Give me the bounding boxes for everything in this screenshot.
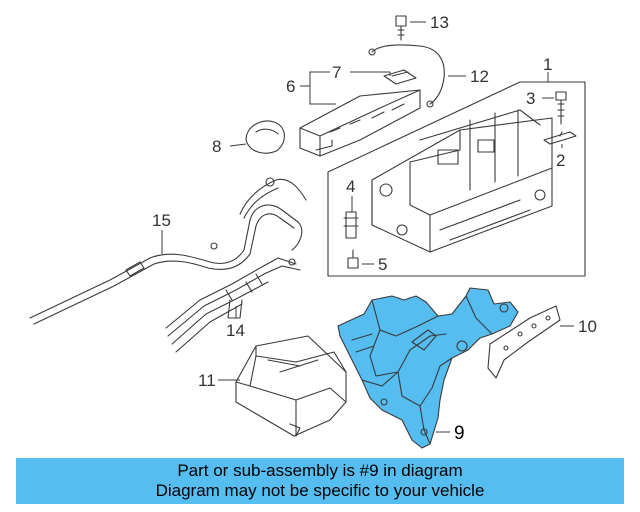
harness-part-14	[165, 257, 301, 353]
stud-part-4	[343, 211, 359, 239]
callout-13: 13	[430, 13, 449, 32]
bolt-part-3	[555, 91, 567, 125]
callout-14: 14	[226, 321, 245, 340]
leader-6	[300, 71, 336, 105]
leader-8	[229, 143, 247, 147]
callout-12: 12	[470, 67, 489, 86]
leader-7	[350, 71, 391, 76]
banner-line-1: Part or sub-assembly is #9 in diagram	[177, 461, 463, 480]
harness-part-15	[29, 177, 307, 325]
callout-5: 5	[378, 255, 387, 274]
callout-4: 4	[346, 177, 355, 196]
gasket-part-7	[383, 69, 417, 85]
highlighted-bracket-part-9	[337, 287, 519, 449]
callout-11: 11	[198, 371, 216, 390]
inverter-body	[371, 109, 553, 253]
callout-8: 8	[212, 137, 221, 156]
callout-1: 1	[543, 55, 552, 74]
inverter-assembly-outline	[327, 81, 586, 277]
bolt-part-13	[395, 15, 407, 41]
bracket-part-2	[543, 131, 577, 145]
callout-9: 9	[454, 423, 465, 444]
callout-10: 10	[578, 317, 597, 336]
bracket-part-10	[487, 305, 561, 379]
cover-part-6	[299, 89, 421, 157]
cover-part-11	[235, 335, 347, 437]
callout-2: 2	[556, 151, 565, 170]
callout-3: 3	[526, 89, 535, 108]
callout-7: 7	[332, 63, 341, 82]
callout-6: 6	[286, 77, 295, 96]
cap-part-8	[245, 120, 285, 154]
callout-15: 15	[152, 211, 171, 230]
parts-diagram: 13 7 6 12 1 3 2 8 4 15 5 14 10 11 9	[29, 13, 597, 449]
banner-line-2: Diagram may not be specific to your vehi…	[155, 481, 485, 500]
info-banner: Part or sub-assembly is #9 in diagram Di…	[16, 458, 624, 504]
bolt-part-5	[347, 249, 359, 269]
wire-part-12	[371, 44, 445, 105]
